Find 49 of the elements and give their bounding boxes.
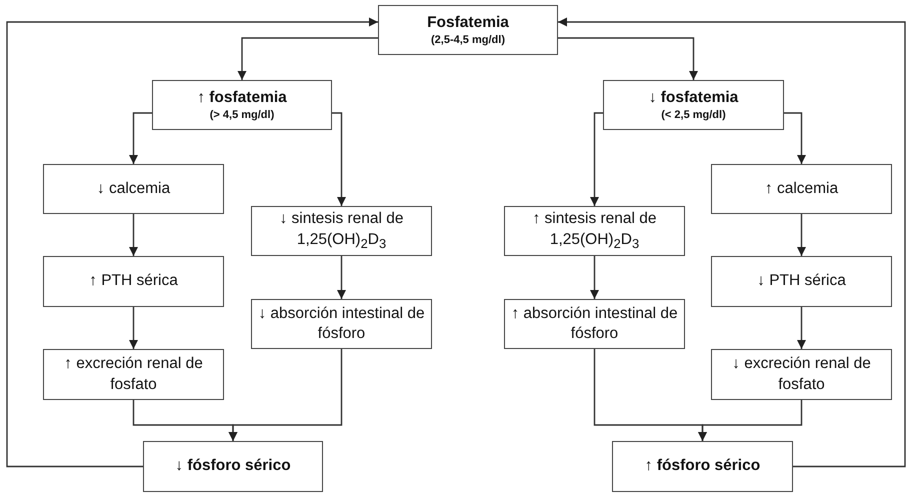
box-label: ↑ excreción renal de fosfato (63, 354, 204, 394)
arrow (129, 307, 138, 349)
box-label: ↑ sintesis renal de 1,25(OH)$_{2}$D$_{3}$ (531, 209, 658, 253)
range-label: (2,5-4,5 mg/dl) (431, 32, 505, 48)
box-label: ↑ calcemia (764, 178, 838, 199)
box-label: ↑ PTH sérica (89, 271, 178, 292)
range-label: (> 4,5 mg/dl) (210, 108, 274, 122)
process-box (504, 206, 685, 256)
process-box (143, 441, 323, 492)
arrow (6, 18, 378, 468)
arrow (332, 112, 346, 206)
process-box (504, 299, 685, 349)
arrow (797, 307, 806, 349)
box-label: Fosfatemia (427, 12, 509, 33)
box-label: ↓ fosfatemia (648, 88, 738, 108)
arrow (797, 214, 806, 256)
process-box (711, 164, 892, 214)
arrow (337, 256, 346, 299)
arrow (590, 112, 603, 206)
arrow (129, 214, 138, 256)
process-box (152, 80, 332, 130)
arrow (238, 37, 378, 80)
arrow (590, 256, 599, 299)
process-box (378, 5, 558, 55)
process-box (43, 349, 224, 400)
process-box (711, 349, 892, 400)
process-box (612, 441, 793, 492)
box-label: ↑ fósforo sérico (644, 456, 760, 476)
arrow (228, 349, 342, 441)
box-label: ↑ absorción intestinal de fósforo (510, 304, 679, 344)
arrow (558, 37, 698, 80)
box-label: ↓ absorción intestinal de fósforo (257, 304, 426, 344)
box-label: ↓ PTH sérica (757, 271, 846, 292)
arrow (784, 112, 806, 164)
box-label: ↓ calcemia (96, 178, 170, 199)
arrow (558, 18, 906, 468)
process-box (251, 206, 432, 256)
process-box (43, 164, 224, 214)
arrow (698, 400, 802, 441)
process-box (251, 299, 432, 349)
process-box (711, 256, 892, 307)
process-box (603, 80, 784, 130)
box-label: ↓ fósforo sérico (175, 456, 291, 476)
arrow (129, 112, 152, 164)
process-box (43, 256, 224, 307)
range-label: (< 2,5 mg/dl) (661, 108, 726, 122)
box-label: ↓ sintesis renal de 1,25(OH)$_{2}$D$_{3}$ (278, 209, 405, 253)
box-label: ↓ excreción renal de fosfato (731, 354, 872, 394)
box-label: ↑ fosfatemia (197, 88, 287, 108)
